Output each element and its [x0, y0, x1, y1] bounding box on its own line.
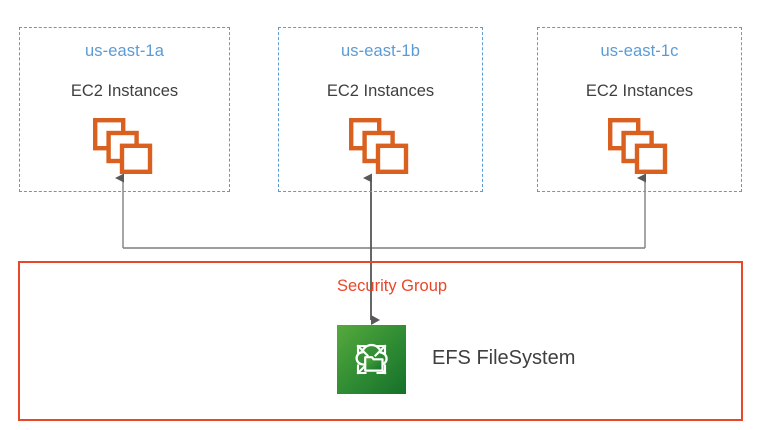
az-box-us-east-1b[interactable]: us-east-1b EC2 Instances — [278, 27, 483, 192]
security-group-label: Security Group — [337, 277, 448, 295]
az-resource-label-us-east-1a: EC2 Instances — [70, 82, 179, 100]
az-label-us-east-1b: us-east-1b — [341, 42, 420, 60]
az-label-us-east-1c: us-east-1c — [600, 42, 679, 60]
efs-filesystem-label: EFS FileSystem — [432, 347, 576, 369]
az-resource-label-us-east-1b: EC2 Instances — [326, 82, 435, 100]
az-label-us-east-1a: us-east-1a — [85, 42, 164, 60]
az-resource-label-us-east-1c: EC2 Instances — [585, 82, 694, 100]
ec2-instances-icon — [607, 118, 667, 174]
az-box-us-east-1a[interactable]: us-east-1a EC2 Instances — [19, 27, 230, 192]
security-group-box[interactable] — [18, 261, 743, 421]
ec2-instances-icon — [92, 118, 152, 174]
efs-filesystem-icon[interactable] — [337, 325, 406, 394]
az-box-us-east-1c[interactable]: us-east-1c EC2 Instances — [537, 27, 742, 192]
ec2-instances-icon — [348, 118, 408, 174]
